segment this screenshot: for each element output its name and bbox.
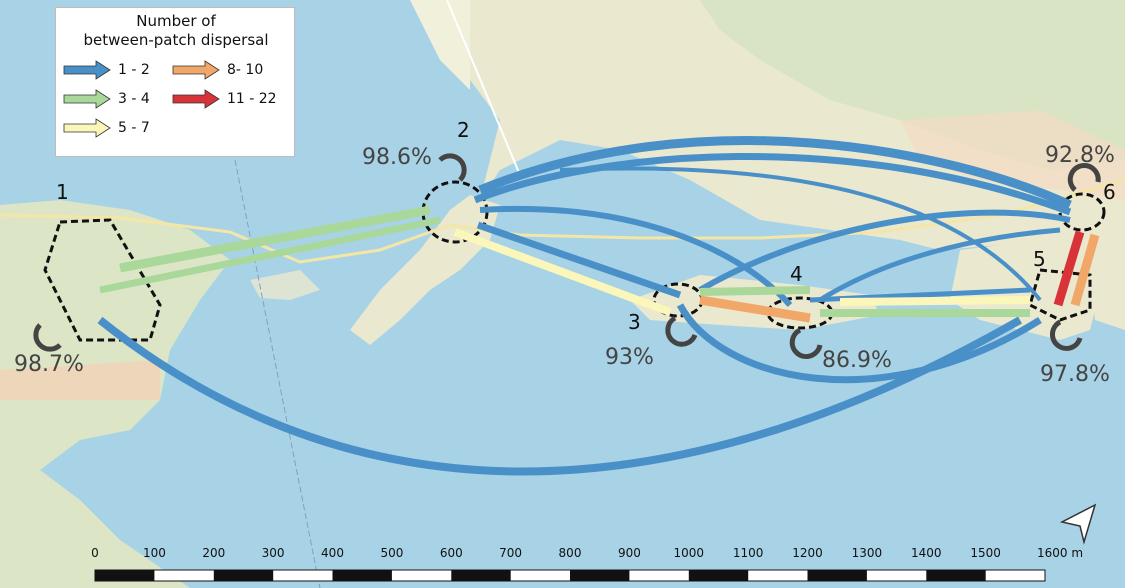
scale-bar [94,569,1046,582]
patch-label-1: 1 [56,180,69,204]
legend: Number of between-patch dispersal 1 - 2 … [55,7,295,157]
dispersal-arrow [699,286,811,296]
navigation-arrow-icon [1059,503,1097,545]
scale-tick-label: 0 [91,546,99,560]
scale-tick-label: 200 [202,546,226,560]
retention-loop-icon [1067,162,1101,192]
scale-tick-label: 900 [617,546,641,560]
legend-title: Number of between-patch dispersal [56,12,296,50]
scale-tick-label: 1400 [911,546,942,560]
retention-loop-icon [789,327,823,359]
land-southwest [0,470,190,588]
retention-label-1: 98.7% [14,352,84,377]
legend-item-3-4: 3 - 4 [62,88,150,110]
patch-6-outline [1058,192,1106,232]
patch-label-6: 6 [1103,180,1116,204]
retention-loop-icon [33,323,62,352]
scale-tick-label: 600 [439,546,463,560]
retention-label-6: 92.8% [1045,143,1115,168]
legend-item-5-7: 5 - 7 [62,117,150,139]
scale-tick-label: 1600 m [1036,546,1084,560]
dispersal-arrow [818,227,1061,303]
island-small [250,270,320,300]
retention-loop-icon [438,153,467,182]
scale-tick-label: 700 [499,546,523,560]
arrows-blue [97,136,1072,476]
retention-loop-icon [1049,319,1083,351]
dispersal-arrow [478,136,1072,210]
dispersal-arrow [97,316,1022,476]
scale-tick-label: 500 [380,546,404,560]
land-strip-north [410,0,470,90]
legend-label: 5 - 7 [118,120,150,136]
patch-label-4: 4 [790,262,803,286]
scale-tick-label: 1000 [673,546,705,560]
legend-title-line2: between-patch dispersal [83,31,269,49]
retention-label-5: 97.8% [1040,362,1110,387]
scale-tick-label: 800 [558,546,582,560]
dispersal-arrow [119,205,431,273]
scale-tick-label: 1100 [732,546,764,560]
dispersal-arrow [99,216,441,294]
dispersal-arrow [699,295,811,323]
dispersal-arrow [676,303,1042,384]
dispersal-arrow [839,296,1031,306]
ferry-line [234,159,321,588]
legend-label: 8- 10 [227,62,264,78]
retention-label-3: 93% [605,345,654,370]
scale-tick-label: 100 [142,546,166,560]
scale-tick-label: 1200 [792,546,823,560]
legend-item-8-10: 8- 10 [171,59,263,81]
patch-1-outline [43,218,162,342]
dispersal-arrow [473,152,1072,216]
scale-tick-label: 1500 [970,546,1001,560]
dispersal-arrow [698,209,1071,293]
dispersal-arrow [559,166,1042,302]
patch-label-2: 2 [457,118,470,142]
legend-label: 11 - 22 [227,91,277,107]
retention-label-4: 86.9% [822,348,892,373]
arrow-icon [63,60,111,80]
dispersal-arrow [1070,233,1100,307]
retention-loops [33,153,1101,359]
dispersal-arrow [479,205,793,307]
arrow-icon [172,89,220,109]
scale-tick-label: 1300 [851,546,883,560]
scale-tick-label: 400 [321,546,344,560]
scale-tick-label: 300 [261,546,285,560]
retention-label-2: 98.6% [362,145,432,170]
road-north [446,0,521,176]
legend-label: 3 - 4 [118,91,150,107]
dispersal-arrow [476,221,682,299]
patch-label-3: 3 [628,310,641,334]
arrow-icon [172,60,220,80]
retention-loop-icon [665,315,698,347]
patch-5-outline [1028,268,1092,322]
dispersal-arrow [453,228,672,316]
legend-title-line1: Number of [136,12,216,30]
arrow-icon [63,118,111,138]
land-west-pink [0,360,160,400]
patch-label-5: 5 [1033,247,1046,271]
legend-item-11-22: 11 - 22 [171,88,277,110]
dispersal-arrow [1053,230,1085,307]
arrow-icon [63,89,111,109]
legend-label: 1 - 2 [118,62,150,78]
legend-item-1-2: 1 - 2 [62,59,150,81]
